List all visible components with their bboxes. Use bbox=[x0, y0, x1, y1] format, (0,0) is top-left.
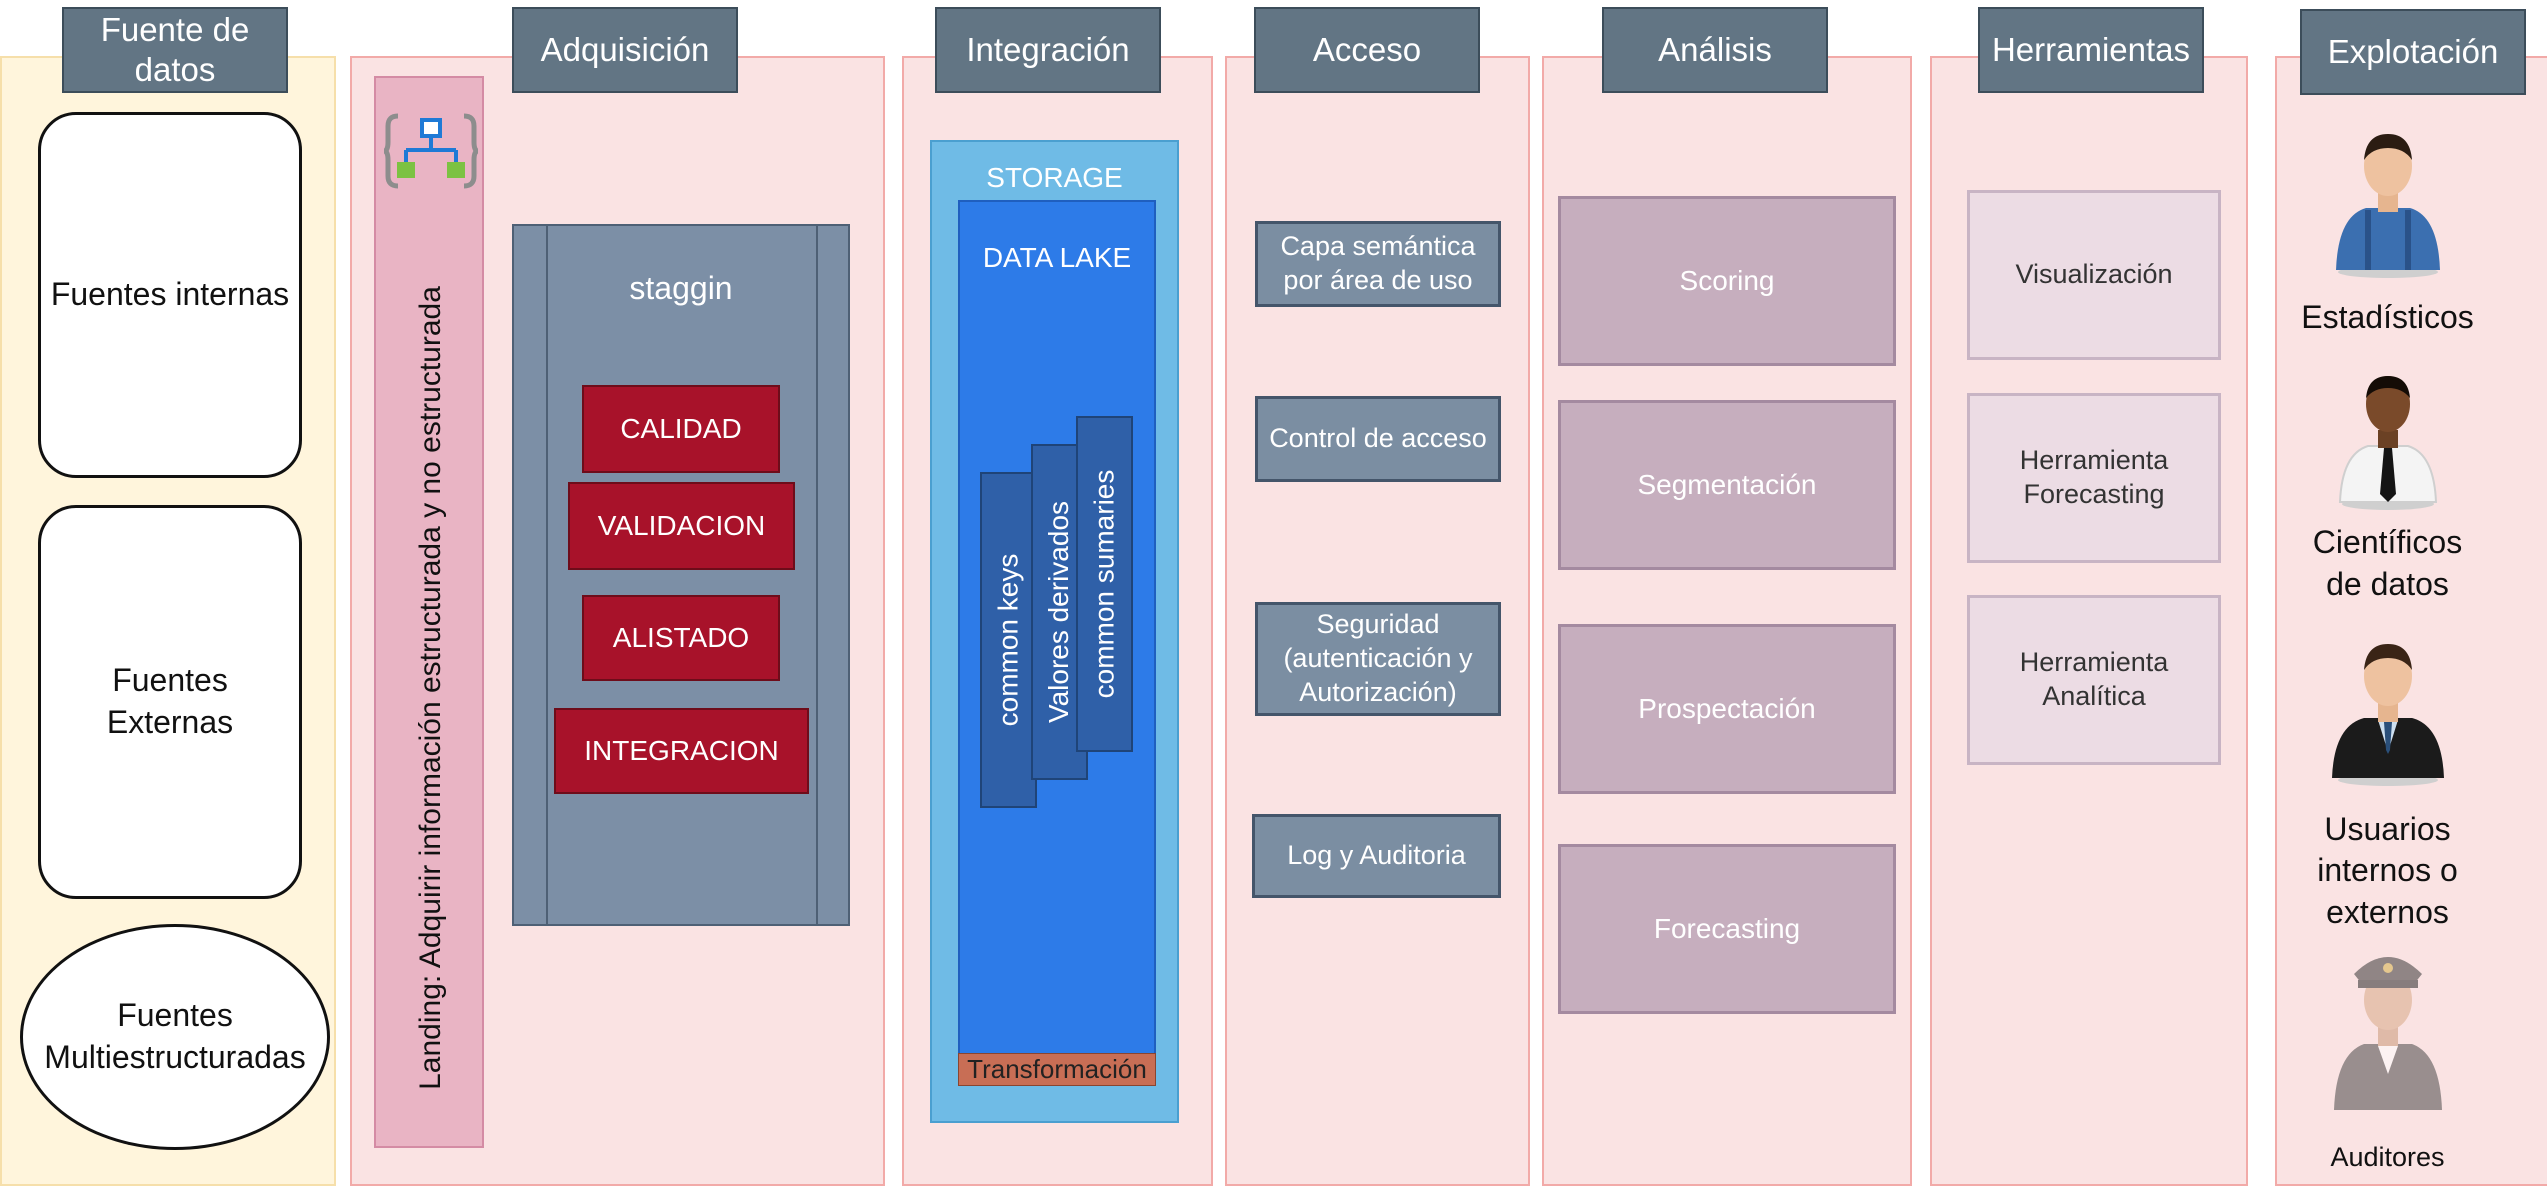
storage-title: STORAGE bbox=[986, 162, 1123, 193]
data-factory-icon bbox=[383, 108, 479, 194]
user-auditores: Auditores bbox=[2330, 1142, 2445, 1172]
analysis-prospectacion: Prospectación bbox=[1558, 624, 1896, 794]
header-fuente: Fuente de datos bbox=[62, 7, 288, 93]
header-explotacion: Explotación bbox=[2300, 9, 2526, 95]
header-integracion: Integración bbox=[935, 7, 1161, 93]
layer-common-keys: common keys bbox=[980, 472, 1037, 808]
step-integracion: INTEGRACION bbox=[554, 708, 809, 794]
statistician-avatar-icon bbox=[2318, 120, 2458, 280]
landing-bar: Landing: Adquirir información estructura… bbox=[374, 76, 484, 1148]
tool-analitica: Herramienta Analítica bbox=[1967, 595, 2221, 765]
staging-box: staggin bbox=[512, 224, 850, 926]
step-alistado: ALISTADO bbox=[582, 595, 780, 681]
user-estadisticos: Estadísticos bbox=[2301, 299, 2474, 336]
analysis-forecasting: Forecasting bbox=[1558, 844, 1896, 1014]
source-multi: Fuentes Multiestructuradas bbox=[20, 924, 330, 1150]
staging-title: staggin bbox=[629, 269, 733, 306]
internal-user-avatar-icon bbox=[2316, 628, 2460, 788]
access-seguridad: Seguridad (autenticación y Autorización) bbox=[1255, 602, 1501, 716]
access-log: Log y Auditoria bbox=[1252, 814, 1501, 898]
tool-visualizacion: Visualización bbox=[1967, 190, 2221, 360]
source-externas: Fuentes Externas bbox=[38, 505, 302, 899]
landing-text: Landing: Adquirir información estructura… bbox=[414, 286, 448, 1090]
step-calidad: CALIDAD bbox=[582, 385, 780, 473]
data-lake-title: DATA LAKE bbox=[982, 242, 1132, 273]
user-cientificos: Científicos de datos bbox=[2312, 524, 2463, 602]
transformacion-label: Transformación bbox=[958, 1053, 1156, 1086]
auditor-avatar-icon bbox=[2318, 934, 2458, 1114]
source-internas: Fuentes internas bbox=[38, 112, 302, 478]
analysis-scoring: Scoring bbox=[1558, 196, 1896, 366]
access-capa-semantica: Capa semántica por área de uso bbox=[1255, 221, 1501, 307]
tool-forecasting: Herramienta Forecasting bbox=[1967, 393, 2221, 563]
step-validacion: VALIDACION bbox=[568, 482, 795, 570]
layer-common-sumaries: common sumaries bbox=[1076, 416, 1133, 752]
data-scientist-avatar-icon bbox=[2320, 362, 2456, 512]
header-adquisicion: Adquisición bbox=[512, 7, 738, 93]
header-acceso: Acceso bbox=[1254, 7, 1480, 93]
analysis-segmentacion: Segmentación bbox=[1558, 400, 1896, 570]
header-analisis: Análisis bbox=[1602, 7, 1828, 93]
access-control: Control de acceso bbox=[1255, 396, 1501, 482]
header-herramientas: Herramientas bbox=[1978, 7, 2204, 93]
user-usuarios: Usuarios internos o externos bbox=[2317, 810, 2458, 930]
